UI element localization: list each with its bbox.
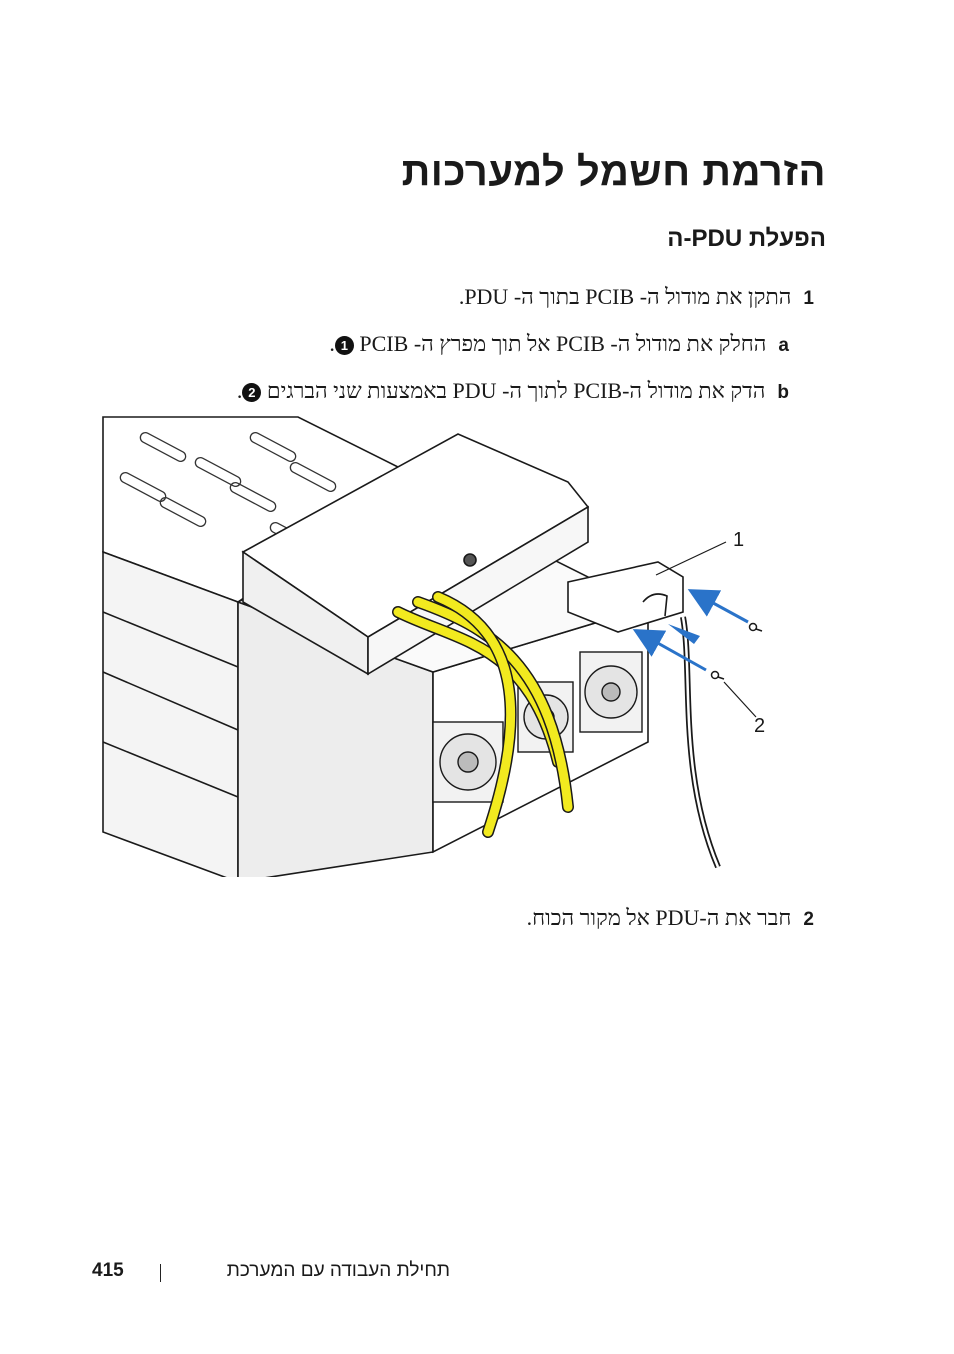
step-text-body: הדק את מודול ה-PCIB לתוך ה- PDU באמצעות … (266, 378, 766, 403)
callout-leaders (655, 541, 757, 718)
step-text-body: החלק את מודול ה- PCIB אל תוך מפרץ ה- PCI… (359, 331, 767, 356)
substep-letter: a (778, 335, 789, 356)
power-cable (680, 616, 721, 869)
substep-letter: b (777, 382, 789, 403)
step-text: הדק את מודול ה-PCIB לתוך ה- PDU באמצעות … (236, 378, 766, 403)
step-text: חבר את ה-PDU אל מקור הכוח. (526, 905, 792, 930)
callout-marker-1: 1 (334, 336, 354, 355)
pdu-cover (241, 433, 590, 676)
section-heading: הפעלת PDU-ה (667, 225, 826, 252)
page-number: 415 (92, 1260, 124, 1281)
step-number: 1 (803, 288, 814, 309)
page-footer: 415 תחילת העבודה עם המערכת (0, 1260, 954, 1290)
step-text: החלק את מודול ה- PCIB אל תוך מפרץ ה- PCI… (329, 331, 767, 356)
step-2: 2 חבר את ה-PDU אל מקור הכוח. (527, 905, 814, 931)
pdu-installation-illustration: 1 2 (102, 416, 765, 877)
step-text: התקן את מודול ה- PCIB בתוך ה- PDU. (458, 284, 792, 309)
chassis-tray (102, 416, 400, 877)
screws (710, 622, 763, 680)
step-1b: b הדק את מודול ה-PCIB לתוך ה- PDU באמצעו… (237, 378, 789, 404)
callout-label-1: 1 (733, 529, 744, 551)
step-1a: a החלק את מודול ה- PCIB אל תוך מפרץ ה- P… (329, 331, 789, 357)
footer-divider (160, 1264, 161, 1282)
callout-marker-2: 2 (242, 383, 262, 402)
step-1: 1 התקן את מודול ה- PCIB בתוך ה- PDU. (459, 284, 814, 310)
pcib-module (567, 561, 684, 633)
callout-label-2: 2 (754, 715, 765, 737)
page-title: הזרמת חשמל למערכות (401, 150, 826, 194)
step-number: 2 (803, 909, 814, 930)
insertion-arrows (632, 589, 749, 672)
chapter-title: תחילת העבודה עם המערכת (226, 1260, 450, 1281)
yellow-cable-bundle (392, 591, 574, 838)
